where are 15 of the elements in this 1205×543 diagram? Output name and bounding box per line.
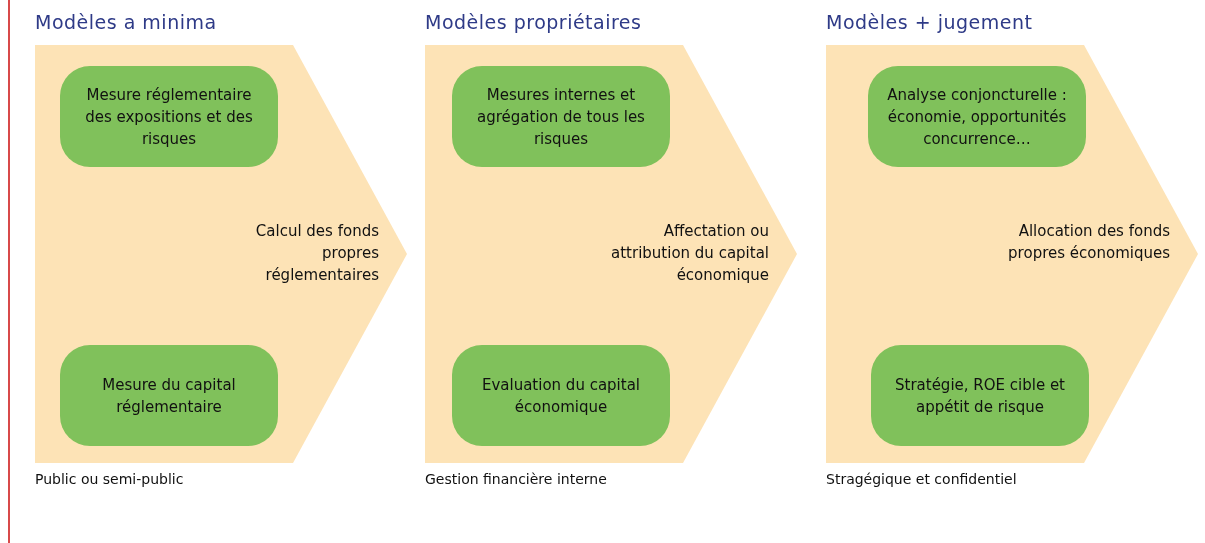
band-text: Affectation ou attribution du capital économique (610, 221, 769, 286)
process-box: Mesures internes et agrégation de tous les risques (452, 66, 670, 167)
band-caption: Stragégique et confidentiel (826, 471, 1017, 487)
band-heading: Modèles + jugement (826, 11, 1033, 33)
process-box: Stratégie, ROE cible et appétit de risque (871, 345, 1089, 446)
band-text: Calcul des fonds propres réglementaires (254, 221, 379, 286)
band-heading: Modèles propriétaires (425, 11, 642, 33)
band-heading: Modèles a minima (35, 11, 217, 33)
band-caption: Public ou semi-public (35, 471, 184, 487)
process-box: Evaluation du capital économique (452, 345, 670, 446)
band-caption: Gestion financière interne (425, 471, 607, 487)
band-text: Allocation des fonds propres économiques (1007, 221, 1170, 264)
process-box: Mesure du capital réglementaire (60, 345, 278, 446)
process-box: Analyse conjoncturelle : économie, opportunités concurrence… (868, 66, 1086, 167)
process-box: Mesure réglementaire des expositions et des risques (60, 66, 278, 167)
